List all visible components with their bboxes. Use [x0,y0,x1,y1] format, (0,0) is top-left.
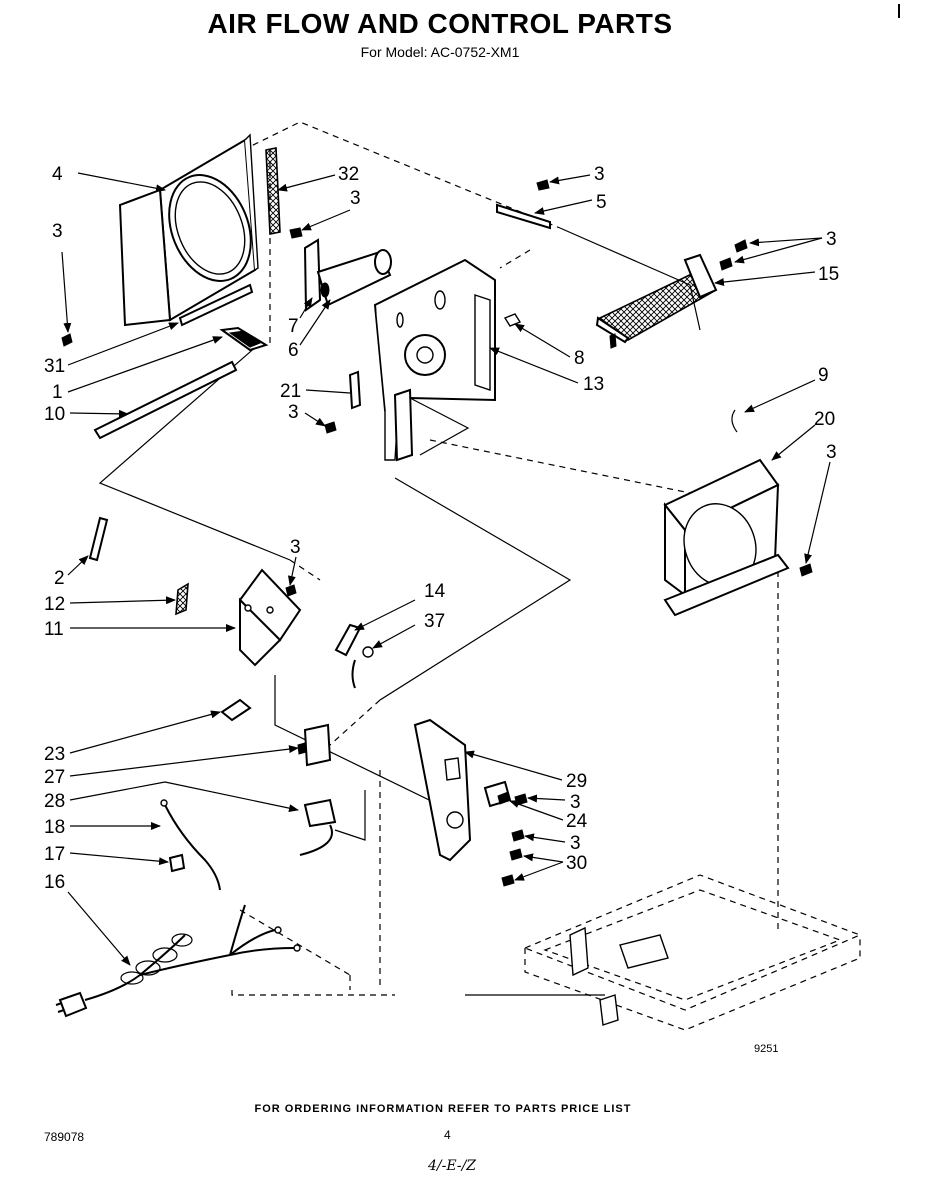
block-part-1 [219,326,269,352]
callout-23: 23 [44,744,65,765]
orifice-panel-part-20 [663,458,813,617]
handwritten-note: 4/-E-/Z [428,1158,477,1174]
callout-24: 24 [566,811,588,832]
callout-1: 1 [52,382,63,403]
tube-part-2 [88,516,109,562]
callout-3: 3 [350,188,361,209]
callout-12: 12 [44,594,65,615]
bar-part-5 [496,203,551,230]
screw-group-part-30 [501,793,528,887]
callout-13: 13 [583,374,604,395]
callout-37: 37 [424,611,445,632]
corner-mark [898,4,900,18]
callout-3: 3 [52,221,63,242]
bracket-part-23 [220,698,252,722]
leader-lines [61,172,831,966]
thermostat-part-28 [299,798,337,856]
callout-29: 29 [566,771,587,792]
bulkhead-part-13 [373,258,496,462]
bushing-part-17 [168,853,186,873]
figure-id: 9251 [754,1043,779,1055]
grille-part-15 [595,239,748,349]
callout-labels: 4 32 3 3 5 3 3 15 7 6 31 1 10 8 13 21 3 … [44,164,839,893]
callout-3: 3 [570,792,581,813]
spring-part-12 [175,582,189,616]
callout-28: 28 [44,791,65,812]
callout-3: 3 [570,833,581,854]
callout-18: 18 [44,817,65,838]
wire-part-18 [160,799,221,891]
control-bracket-part-11 [238,568,302,667]
callout-8: 8 [574,348,585,369]
page-number: 4 [444,1128,451,1142]
callout-11: 11 [44,619,64,640]
callout-32: 32 [338,164,359,185]
callout-3: 3 [290,537,301,558]
capacitor-bracket-part-7 [303,238,322,312]
callout-17: 17 [44,844,65,865]
model-subtitle: For Model: AC-0752-XM1 [360,44,520,60]
callout-10: 10 [44,404,65,425]
callout-27: 27 [44,767,65,788]
seal-strip-part-31 [178,283,254,327]
capacitor-part-6 [316,249,392,307]
shaft-part-37 [351,646,374,689]
relay-part-24 [483,780,512,808]
callout-6: 6 [288,340,299,361]
callout-21: 21 [280,381,301,402]
callout-5: 5 [596,192,607,213]
screw-part-3-mid [324,421,337,434]
screw-part-3-bracket [285,584,297,597]
control-panel-part-29 [413,718,472,862]
callout-14: 14 [424,581,446,602]
callout-7: 7 [288,316,299,337]
switch-part-27 [297,723,332,767]
callout-3: 3 [826,442,837,463]
callout-15: 15 [818,264,839,285]
callout-3: 3 [826,229,837,250]
page-title: AIR FLOW AND CONTROL PARTS [207,8,673,39]
callout-9: 9 [818,365,829,386]
callout-4: 4 [52,164,63,185]
callout-31: 31 [44,356,65,377]
callout-16: 16 [44,872,65,893]
gasket-strip-part-32 [265,147,281,235]
callout-30: 30 [566,853,587,874]
long-strip-part-10 [93,360,238,440]
ordering-note: FOR ORDERING INFORMATION REFER TO PARTS … [254,1103,632,1115]
fan-shroud-part-4 [118,133,259,327]
nut-part-8 [503,313,522,327]
base-pan [523,874,862,1031]
bracket-part-21 [348,370,362,410]
clip-part-9 [731,409,738,433]
callout-3: 3 [288,402,299,423]
assembly-guide-lines [98,121,779,996]
document-number: 789078 [44,1130,85,1144]
screw-group-top-left [61,179,550,347]
callout-2: 2 [54,568,65,589]
callout-3: 3 [594,164,605,185]
callout-20: 20 [814,409,835,430]
power-cord-part-16 [55,904,301,1018]
